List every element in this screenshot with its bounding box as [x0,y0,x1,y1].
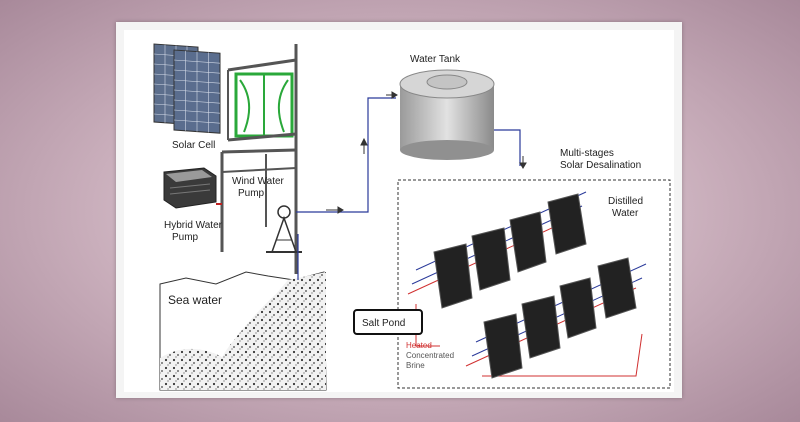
salt-pond-box [353,309,423,335]
label-solar-cell: Solar Cell [172,140,215,151]
label-multi-stages-2: Solar Desalination [560,160,641,171]
label-heated: Heated [406,341,432,350]
label-hybrid-water-pump-1: Hybrid Water [164,220,223,231]
label-salt-pond: Salt Pond [362,318,405,329]
hybrid-water-pump-box [163,167,222,209]
wind-water-pump-tower [220,44,302,274]
label-distilled-1: Distilled [608,196,643,207]
label-brine: Brine [406,361,425,370]
label-multi-stages-1: Multi-stages [560,148,614,159]
water-tank [399,69,495,160]
label-wind-water-pump-1: Wind Water [232,176,285,187]
solar-collectors [433,193,637,379]
pipe-to-desalination [494,129,521,166]
label-concentrated: Concentrated [406,351,454,360]
diagram-frame: Solar Cell Wind Water Pump Hybrid Water … [116,22,682,398]
label-water-tank: Water Tank [410,54,461,65]
label-distilled-2: Water [612,208,639,219]
label-wind-water-pump-2: Pump [238,188,265,199]
sea-water-ground [159,271,327,391]
label-hybrid-water-pump-2: Pump [172,232,199,243]
label-sea-water: Sea water [168,293,222,307]
desalination-diagram: Solar Cell Wind Water Pump Hybrid Water … [124,30,674,392]
desalination-boundary [397,179,671,389]
solar-cell-panels [153,43,221,134]
pipe-to-tank [296,97,396,280]
